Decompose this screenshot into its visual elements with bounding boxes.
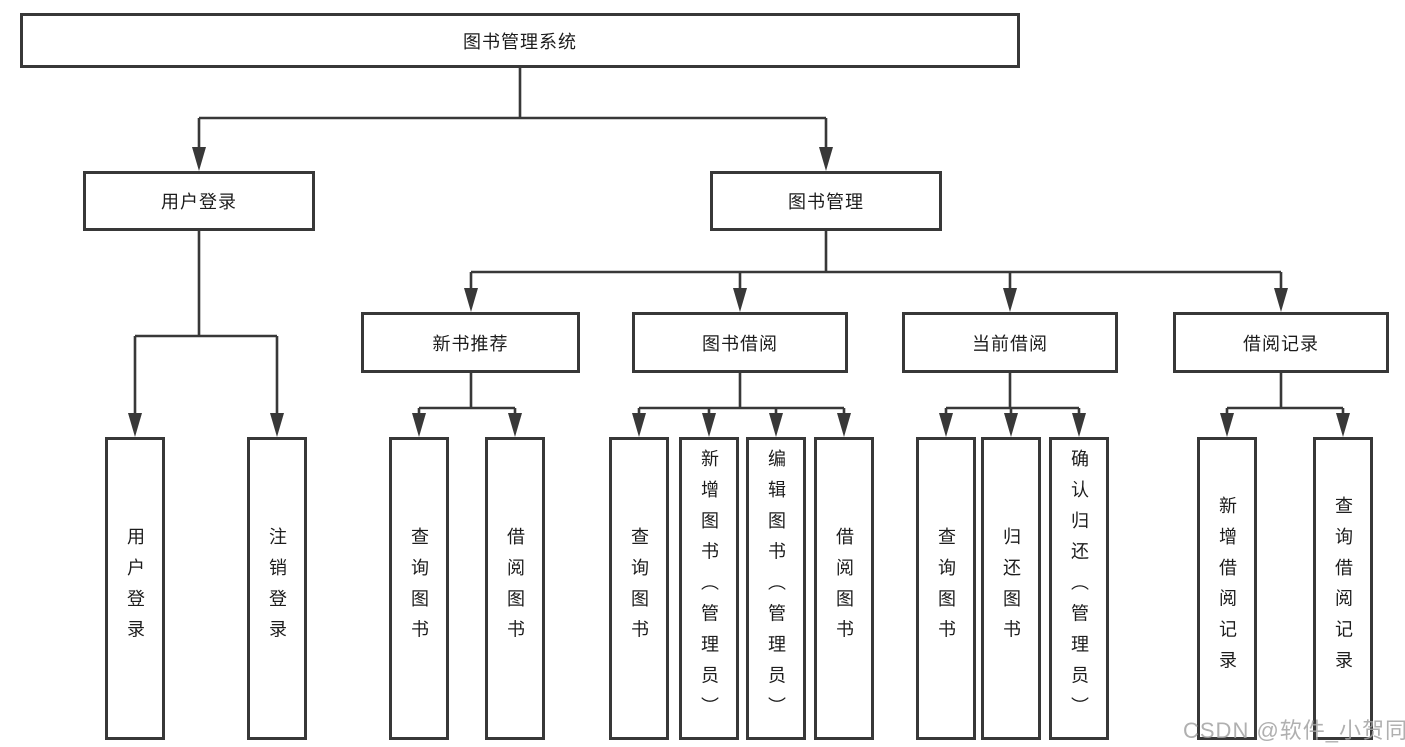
leaf-add-borrow-record: 新增借阅记录 — [1197, 437, 1257, 740]
node-label: 当前借阅 — [972, 333, 1048, 354]
leaf-user-login: 用户登录 — [105, 437, 165, 740]
leaf-borrow-books-2: 借阅图书 — [814, 437, 874, 740]
leaf-label: 注销登录 — [267, 526, 287, 651]
node-book-management: 图书管理 — [710, 171, 942, 231]
node-label: 图书管理 — [788, 192, 864, 212]
csdn-watermark: CSDN @软件_小贺同学 — [1183, 718, 1405, 743]
node-book-borrowing: 图书借阅 — [632, 312, 848, 373]
leaf-label: 查询借阅记录 — [1333, 495, 1353, 682]
leaf-label: 查询图书 — [629, 526, 649, 651]
node-label: 新书推荐 — [432, 333, 509, 354]
node-current-borrowing: 当前借阅 — [902, 312, 1118, 373]
leaf-query-borrow-record: 查询借阅记录 — [1313, 437, 1373, 740]
node-root-system: 图书管理系统 — [20, 13, 1020, 68]
node-user-login: 用户登录 — [83, 171, 315, 231]
node-label: 用户登录 — [161, 192, 237, 212]
leaf-label: 用户登录 — [125, 526, 145, 651]
leaf-label: 借阅图书 — [834, 526, 854, 651]
leaf-label: 编辑图书（管理员） — [766, 449, 786, 728]
leaf-label: 确认归还（管理员） — [1069, 449, 1089, 728]
node-new-book-recommend: 新书推荐 — [361, 312, 580, 373]
leaf-label: 查询图书 — [409, 526, 429, 651]
node-label: 图书管理系统 — [463, 31, 577, 52]
node-borrow-records: 借阅记录 — [1173, 312, 1389, 373]
leaf-label: 新增图书（管理员） — [699, 449, 719, 728]
node-label: 图书借阅 — [702, 333, 778, 354]
leaf-label: 查询图书 — [936, 526, 956, 651]
leaf-return-books: 归还图书 — [981, 437, 1041, 740]
leaf-add-books-admin: 新增图书（管理员） — [679, 437, 739, 740]
leaf-edit-books-admin: 编辑图书（管理员） — [746, 437, 806, 740]
leaf-query-books-1: 查询图书 — [389, 437, 449, 740]
leaf-confirm-return-admin: 确认归还（管理员） — [1049, 437, 1109, 740]
leaf-borrow-books-1: 借阅图书 — [485, 437, 545, 740]
leaf-query-books-3: 查询图书 — [916, 437, 976, 740]
leaf-label: 归还图书 — [1001, 526, 1021, 651]
leaf-label: 新增借阅记录 — [1217, 495, 1237, 682]
node-label: 借阅记录 — [1243, 333, 1319, 354]
leaf-logout: 注销登录 — [247, 437, 307, 740]
leaf-query-books-2: 查询图书 — [609, 437, 669, 740]
leaf-label: 借阅图书 — [505, 526, 525, 651]
